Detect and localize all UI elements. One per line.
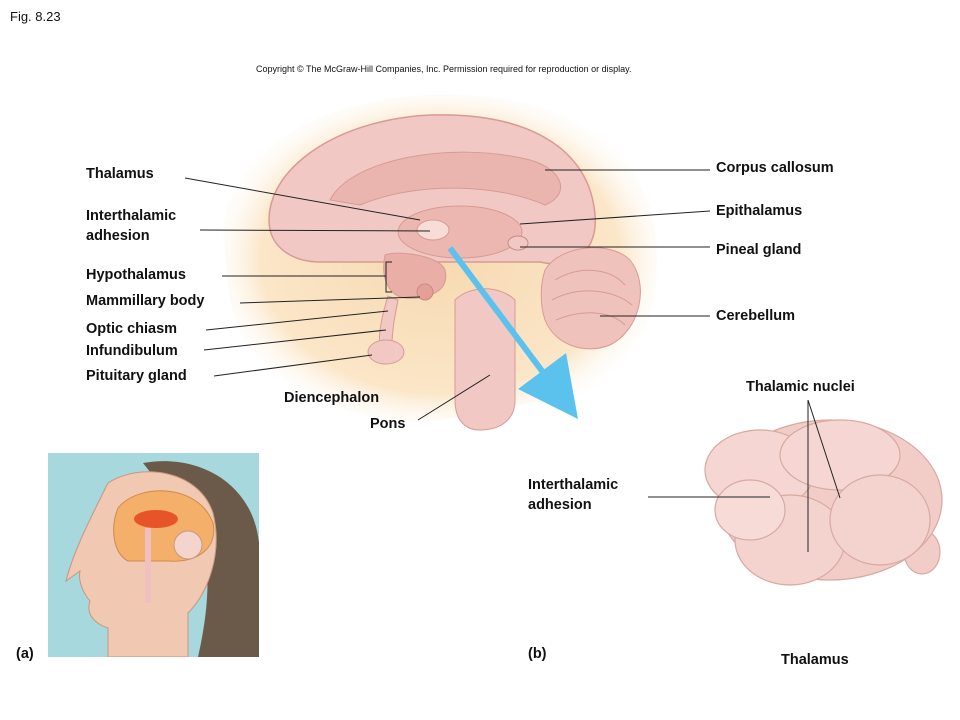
label-optic-chiasm: Optic chiasm	[86, 321, 178, 337]
interthalamic-adhesion-shape	[416, 219, 450, 241]
panel-a-tag: (a)	[16, 646, 34, 662]
label-b-interthalamic-line2: adhesion	[528, 497, 592, 513]
label-pons: Pons	[370, 416, 406, 432]
label-cerebellum: Cerebellum	[716, 308, 795, 324]
brainstem-shape	[454, 288, 516, 431]
thalamus-shape	[397, 205, 523, 259]
leader-lines-a	[184, 169, 711, 421]
head-profile-illustration	[48, 453, 259, 657]
label-mammillary-body: Mammillary body	[86, 293, 205, 309]
label-interthalamic-line1: Interthalamic	[86, 208, 177, 224]
section-arrow	[447, 246, 578, 420]
head-profile-panel	[48, 453, 259, 657]
leader-lines-b	[648, 399, 841, 552]
corpus-callosum-shape	[329, 151, 562, 206]
pituitary-shape	[367, 339, 405, 365]
label-interthalamic-line2: adhesion	[86, 228, 150, 244]
label-pituitary-gland: Pituitary gland	[86, 368, 187, 384]
figure-number: Fig. 8.23	[10, 9, 61, 24]
label-epithalamus: Epithalamus	[716, 203, 803, 219]
copyright-notice: Copyright © The McGraw-Hill Companies, I…	[256, 64, 632, 74]
brain-highlight	[134, 510, 178, 528]
label-hypothalamus: Hypothalamus	[86, 267, 186, 283]
label-diencephalon: Diencephalon	[284, 390, 380, 406]
panel-b-tag: (b)	[528, 646, 547, 662]
label-thalamic-nuclei: Thalamic nuclei	[746, 379, 855, 395]
label-corpus-callosum: Corpus callosum	[716, 160, 834, 176]
label-pineal-gland: Pineal gland	[716, 242, 802, 258]
hair-shape	[143, 461, 259, 657]
label-infundibulum: Infundibulum	[86, 343, 178, 359]
thalamus-detail	[704, 419, 943, 586]
label-thalamus: Thalamus	[86, 166, 154, 182]
pineal-shape	[507, 235, 529, 251]
mammillary-body-shape	[416, 283, 434, 301]
label-b-interthalamic-line1: Interthalamic	[528, 477, 619, 493]
label-b-thalamus: Thalamus	[781, 652, 849, 668]
cerebellum-shape	[540, 247, 641, 350]
